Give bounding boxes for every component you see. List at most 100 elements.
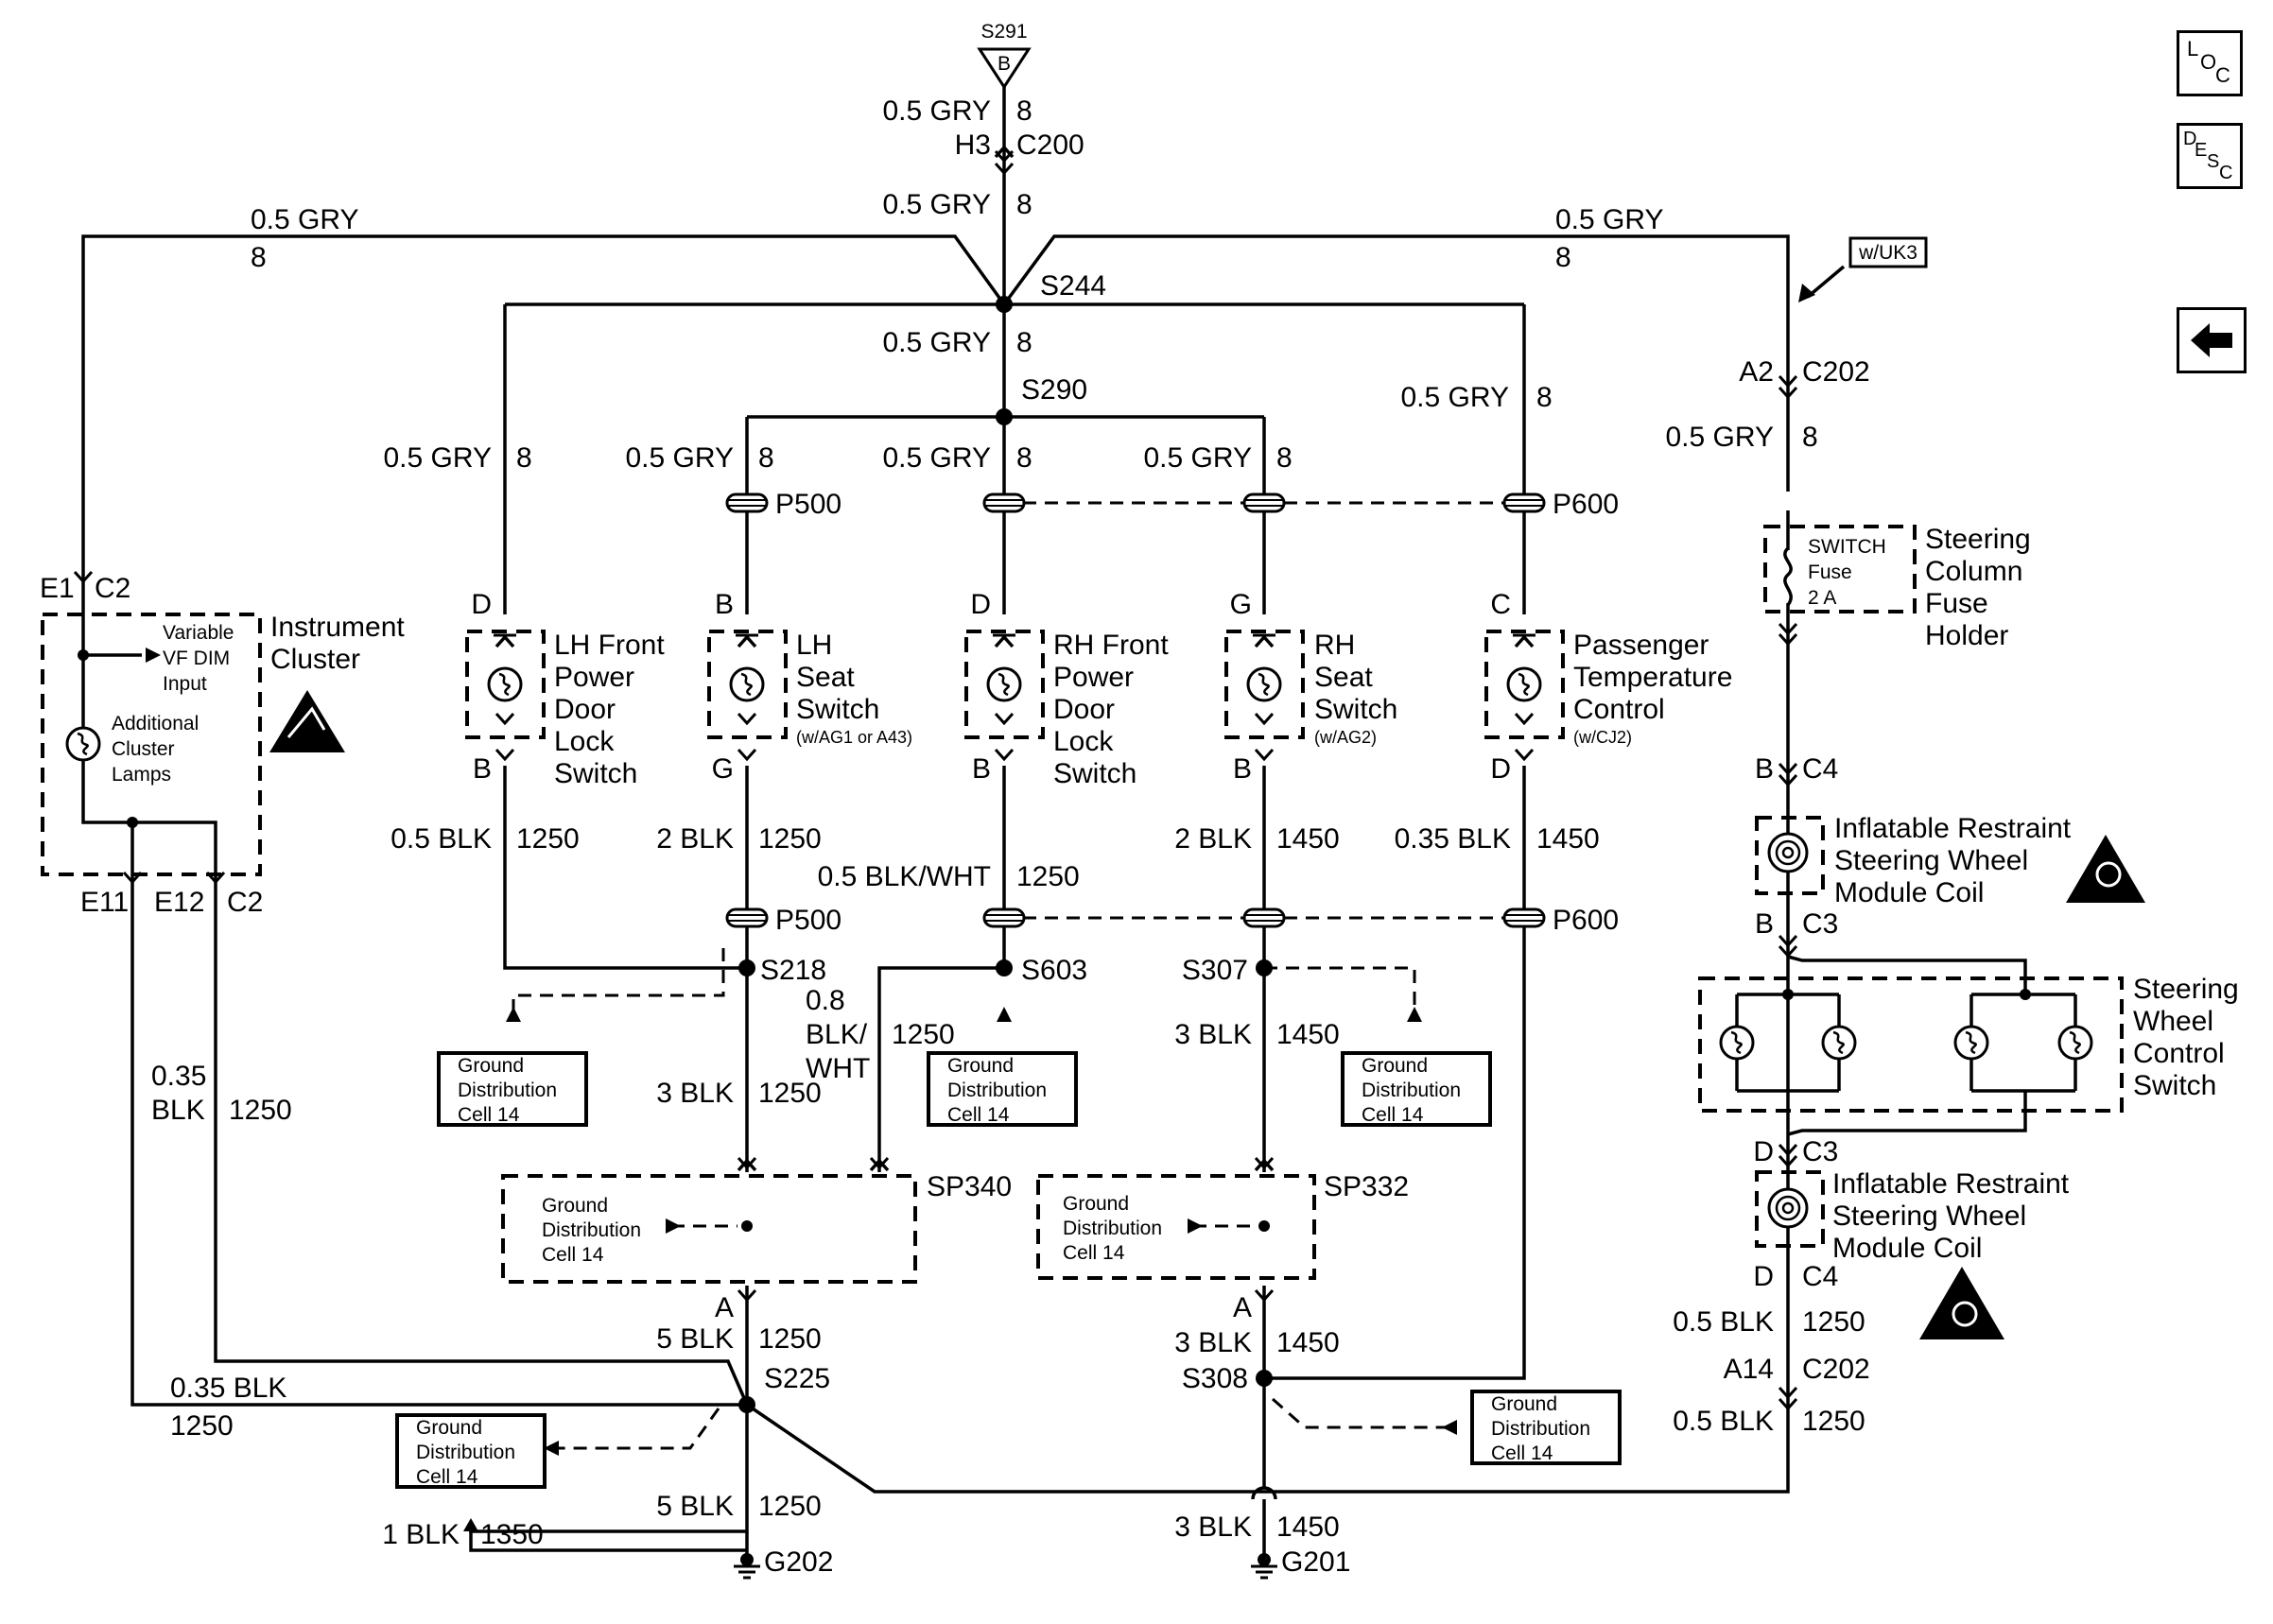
sp340-gdc-label-2: Distribution	[542, 1219, 641, 1241]
pass-temp-note: (w/CJ2)	[1573, 728, 1632, 747]
wire-05blk-c202: 0.5 BLK	[1673, 1306, 1774, 1338]
gdc1-label-2: Distribution	[458, 1080, 557, 1101]
circuit-8-rh-seat: 8	[1276, 442, 1293, 474]
circuit-1450-g201: 1450	[1276, 1512, 1340, 1543]
pin-rh-seat-top: G	[1230, 589, 1252, 620]
rh-door-label-4: Lock	[1053, 726, 1114, 757]
rh-door-label-3: Door	[1053, 694, 1115, 725]
warning-icons	[269, 690, 2145, 1339]
wire-035: 0.35	[151, 1061, 206, 1092]
connector-p600-top: P600	[1553, 489, 1619, 520]
circuit-1250-right-bottom: 1250	[1802, 1406, 1865, 1437]
lh-seat-label-1: LH	[796, 630, 832, 661]
pin-h3: H3	[955, 130, 991, 161]
wire-gray-pass-temp: 0.5 GRY	[1400, 382, 1509, 413]
circuit-1450-pass-temp: 1450	[1536, 823, 1600, 855]
splice-pack-sp340: SP340	[927, 1171, 1012, 1202]
gdc4-label-2: Distribution	[416, 1442, 515, 1463]
component-labels: Instrument Cluster Variable VF DIM Input…	[112, 524, 2239, 1488]
gdc1-label-1: Ground	[458, 1055, 524, 1077]
lh-door-label-3: Door	[554, 694, 616, 725]
circuit-1250-cluster: 1250	[229, 1095, 292, 1126]
fuse-holder-label-4: Holder	[1925, 620, 2008, 651]
circuit-1450-s308: 1450	[1276, 1327, 1340, 1358]
lh-seat-label-2: Seat	[796, 662, 855, 693]
connector-c202-top: C202	[1802, 356, 1870, 388]
connector-c4-top: C4	[1802, 753, 1838, 785]
rh-door-label-5: Switch	[1053, 758, 1136, 789]
rh-seat-label-2: Seat	[1314, 662, 1373, 693]
fuse-holder-label-1: Steering	[1925, 524, 2031, 555]
pin-lh-seat-top: B	[715, 589, 734, 620]
gdc2-label-2: Distribution	[947, 1080, 1047, 1101]
connector-p600-bottom: P600	[1553, 905, 1619, 936]
circuit-8-pass-temp: 8	[1536, 382, 1553, 413]
gdc4-label-1: Ground	[416, 1417, 482, 1439]
loc-letter-o: O	[2200, 50, 2216, 74]
swc-label-2: Wheel	[2133, 1006, 2213, 1037]
wire-gray-top: 0.5 GRY	[882, 95, 991, 127]
sp332-gdc-label-2: Distribution	[1063, 1218, 1162, 1239]
gdc3-label-1: Ground	[1362, 1055, 1428, 1077]
loc-letter-c: C	[2215, 63, 2230, 87]
wire-black-lh-seat: 2 BLK	[656, 823, 734, 855]
circuit-1250-lh-door: 1250	[516, 823, 580, 855]
fuse-label-2: Fuse	[1808, 561, 1852, 583]
back-button[interactable]	[2177, 307, 2247, 373]
circuit-1250-s225: 1250	[758, 1323, 822, 1355]
connector-c202-bottom: C202	[1802, 1354, 1870, 1385]
splice-s603: S603	[1021, 955, 1087, 986]
sp340-gdc-label-3: Cell 14	[542, 1244, 604, 1266]
ground-g202: G202	[764, 1546, 833, 1578]
wire-035-blk-bottom: 0.35 BLK	[170, 1373, 286, 1404]
ground-arrows	[146, 648, 1457, 1531]
swc-label-1: Steering	[2133, 974, 2239, 1005]
lh-door-label-5: Switch	[554, 758, 637, 789]
add-lamps-label-3: Lamps	[112, 764, 171, 786]
wire-05blk-bottom: 0.5 BLK	[1673, 1406, 1774, 1437]
desc-letter-s: S	[2207, 151, 2219, 172]
pin-rh-seat-bottom: B	[1233, 753, 1252, 785]
vf-dim-label-3: Input	[163, 673, 207, 695]
wire-gray-above-s244: 0.5 GRY	[882, 189, 991, 220]
location-button[interactable]: L O C	[2177, 30, 2243, 96]
fuse-holder-label-2: Column	[1925, 556, 2022, 587]
rh-seat-label-3: Switch	[1314, 694, 1397, 725]
chevrons	[73, 145, 1798, 1410]
gdc2-label-3: Cell 14	[947, 1104, 1010, 1126]
wire-gray-rh-seat: 0.5 GRY	[1143, 442, 1252, 474]
circuit-8-above-s244: 8	[1016, 189, 1032, 220]
sp340-gdc-label-1: Ground	[542, 1195, 608, 1217]
rh-door-label-2: Power	[1053, 662, 1134, 693]
uk3-tag	[1798, 236, 1928, 302]
wire-5blk-s225: 5 BLK	[656, 1323, 734, 1355]
coil-top-label-1: Inflatable Restraint	[1834, 813, 2072, 844]
circuit-8-lh-door: 8	[516, 442, 532, 474]
pin-a2: A2	[1739, 356, 1774, 388]
circuit-1250-s603: 1250	[892, 1019, 955, 1050]
description-button[interactable]: D E S C	[2177, 123, 2243, 189]
pin-rh-door-bottom: B	[972, 753, 991, 785]
splice-s290: S290	[1021, 374, 1087, 406]
connector-c2-bottom: C2	[227, 887, 263, 918]
swc-label-3: Control	[2133, 1038, 2225, 1069]
pin-rh-door-top: D	[970, 589, 991, 620]
s291-label: S291	[980, 21, 1027, 43]
pin-b-c3: B	[1755, 908, 1774, 940]
pass-temp-label-1: Passenger	[1573, 630, 1709, 661]
sir-warning-icon	[2066, 835, 2145, 903]
instrument-cluster-label-2: Cluster	[270, 644, 360, 675]
sp332-gdc-label-1: Ground	[1063, 1193, 1129, 1215]
pin-lh-door-top: D	[471, 589, 492, 620]
lh-door-label-2: Power	[554, 662, 634, 693]
rh-seat-label-1: RH	[1314, 630, 1355, 661]
rh-door-label-1: RH Front	[1053, 630, 1169, 661]
sp332-gdc-label-3: Cell 14	[1063, 1242, 1125, 1264]
wire-1blk: 1 BLK	[382, 1519, 460, 1550]
lh-door-label-1: LH Front	[554, 630, 665, 661]
wire-gray-c202: 0.5 GRY	[1665, 422, 1774, 453]
esd-warning-icon	[269, 690, 345, 752]
fuse-label-1: SWITCH	[1808, 536, 1886, 558]
wire-035-blk: BLK	[151, 1095, 205, 1126]
